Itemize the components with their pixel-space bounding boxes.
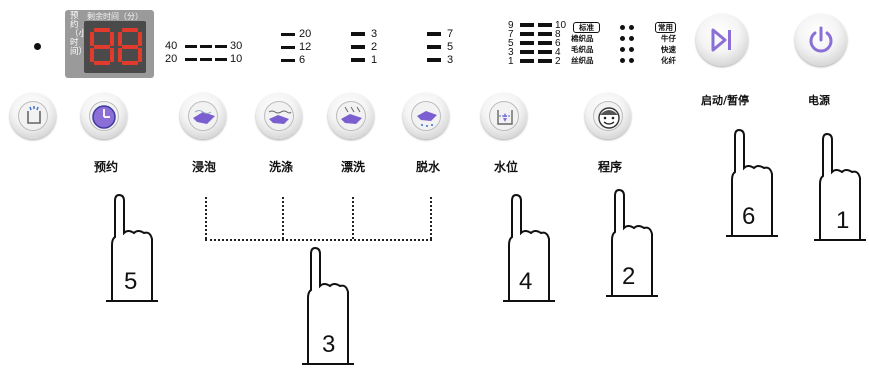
- program-row: 标准 常用: [571, 22, 676, 33]
- tub-icon: [18, 101, 48, 131]
- step-number-1: 1: [836, 207, 849, 234]
- rinse-level-indicators: 3 2 1: [351, 28, 377, 67]
- wash-label: 洗涤: [269, 160, 294, 174]
- power-icon: [803, 22, 839, 58]
- program-row: 毛织品快速: [571, 45, 676, 54]
- program-legend: 标准 常用 棉织品牛仔 毛织品快速 丝织品化纤: [571, 22, 676, 66]
- spin-label: 脱水: [416, 160, 441, 174]
- connector-rinse: [352, 197, 354, 239]
- connector-soak: [205, 197, 207, 239]
- soak-button[interactable]: [180, 93, 226, 139]
- rinse-button[interactable]: [328, 93, 374, 139]
- start-pause-button[interactable]: [696, 14, 748, 66]
- step-number-4: 4: [519, 268, 532, 295]
- start-pause-label: 启动/暂停: [701, 94, 750, 107]
- soak-cloth-icon: [188, 101, 218, 131]
- program-row: 棉织品牛仔: [571, 34, 676, 43]
- reserve-button[interactable]: [81, 93, 127, 139]
- power-button[interactable]: [795, 14, 847, 66]
- clock-icon: [89, 101, 119, 131]
- rinse-cloth-icon: [336, 101, 366, 131]
- soak-label: 浸泡: [192, 160, 217, 174]
- connector-wash: [282, 197, 284, 239]
- connector-bar: [205, 239, 432, 241]
- time-display-panel: 预约（小时间） 剩余时间（分）: [65, 10, 154, 78]
- seven-segment-display: [84, 21, 146, 73]
- wash-cloth-icon: [264, 101, 294, 131]
- wash-button[interactable]: [256, 93, 302, 139]
- child-lock-button[interactable]: [10, 93, 56, 139]
- power-label: 电源: [808, 94, 830, 107]
- status-dot-indicator: [34, 43, 41, 50]
- pointing-hand-icon: 5: [106, 193, 158, 302]
- spin-cloth-icon: [411, 101, 441, 131]
- rinse-label: 漂洗: [341, 160, 366, 174]
- step-number-6: 6: [742, 203, 755, 230]
- program-label: 程序: [598, 160, 623, 174]
- water-level-button[interactable]: [481, 93, 527, 139]
- wash-level-indicators: 20 12 6: [281, 28, 311, 67]
- connector-spin: [430, 197, 432, 239]
- water-tub-icon: [489, 101, 519, 131]
- pointing-hand-icon: 4: [503, 193, 555, 302]
- pointing-hand-icon: 2: [606, 188, 658, 297]
- smiley-face-icon: [593, 101, 623, 131]
- remaining-minutes-label: 剩余时间（分）: [87, 12, 143, 21]
- step-number-3: 3: [322, 331, 335, 358]
- program-row: 丝织品化纤: [571, 56, 676, 65]
- reserve-label: 预约: [94, 160, 119, 174]
- reserve-hours-label: 预约（小时间）: [70, 11, 88, 57]
- pointing-hand-icon: 3: [302, 246, 354, 365]
- pointing-hand-icon: 1: [814, 132, 866, 241]
- step-number-5: 5: [124, 268, 137, 295]
- program-button[interactable]: [585, 93, 631, 139]
- water-level-label: 水位: [494, 160, 519, 174]
- step-number-2: 2: [622, 263, 635, 290]
- spin-button[interactable]: [403, 93, 449, 139]
- play-pause-icon: [704, 22, 740, 58]
- spin-level-indicators: 7 5 3: [427, 28, 453, 67]
- pointing-hand-icon: 6: [726, 128, 778, 237]
